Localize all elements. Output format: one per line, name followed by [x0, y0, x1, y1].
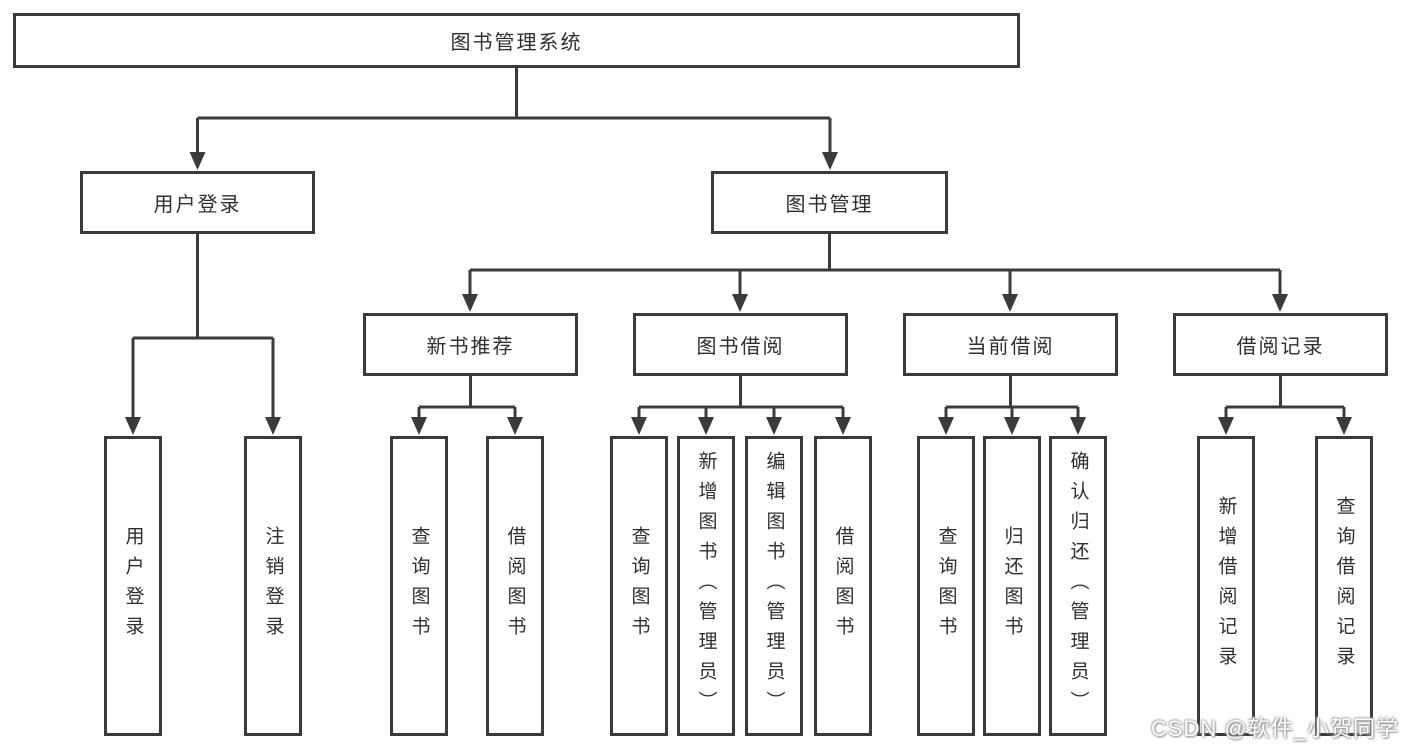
- node-query-borrow-record: 查询借阅记录: [1315, 436, 1373, 736]
- node-label: 图书管理系统: [450, 32, 583, 54]
- node-label: 借阅图书: [504, 526, 526, 646]
- node-label: 用户登录: [122, 526, 144, 646]
- node-borrow-books-borrowing: 借阅图书: [814, 436, 872, 736]
- arrowheads: [125, 152, 1352, 435]
- node-confirm-return-admin: 确认归还（管理员）: [1049, 436, 1107, 736]
- node-label: 编辑图书（管理员）: [763, 451, 785, 721]
- node-label: 查询图书: [408, 526, 430, 646]
- node-label: 归还图书: [1001, 526, 1023, 646]
- node-add-borrow-record: 新增借阅记录: [1197, 436, 1255, 736]
- node-edit-books-admin: 编辑图书（管理员）: [745, 436, 803, 736]
- node-label: 新增图书（管理员）: [695, 451, 717, 721]
- node-borrow-books-recommend: 借阅图书: [486, 436, 544, 736]
- node-label: 用户登录: [153, 194, 242, 216]
- node-label: 查询借阅记录: [1333, 496, 1355, 676]
- node-label: 借阅记录: [1236, 336, 1325, 358]
- node-user-login-leaf: 用户登录: [104, 436, 162, 736]
- node-query-books-current: 查询图书: [917, 436, 975, 736]
- node-query-books-recommend: 查询图书: [390, 436, 448, 736]
- node-label: 图书管理: [785, 194, 874, 216]
- node-label: 借阅图书: [832, 526, 854, 646]
- node-new-book-recommend: 新书推荐: [363, 313, 578, 376]
- csdn-watermark: CSDN @软件_小贺同学: [1150, 716, 1399, 741]
- node-label: 当前借阅: [966, 336, 1055, 358]
- node-library-management-system: 图书管理系统: [13, 13, 1020, 68]
- node-logout: 注销登录: [244, 436, 302, 736]
- node-add-books-admin: 新增图书（管理员）: [677, 436, 735, 736]
- node-label: 新增借阅记录: [1215, 496, 1237, 676]
- node-book-borrowing: 图书借阅: [633, 313, 848, 376]
- node-label: 新书推荐: [426, 336, 515, 358]
- node-label: 图书借阅: [696, 336, 785, 358]
- node-query-books-borrowing: 查询图书: [610, 436, 668, 736]
- node-borrowing-records: 借阅记录: [1173, 313, 1388, 376]
- node-current-borrowing: 当前借阅: [903, 313, 1118, 376]
- node-label: 查询图书: [628, 526, 650, 646]
- node-label: 注销登录: [262, 526, 284, 646]
- node-user-login: 用户登录: [80, 171, 315, 234]
- node-label: 查询图书: [935, 526, 957, 646]
- node-return-books: 归还图书: [983, 436, 1041, 736]
- node-label: 确认归还（管理员）: [1067, 451, 1089, 721]
- node-book-management: 图书管理: [711, 171, 948, 234]
